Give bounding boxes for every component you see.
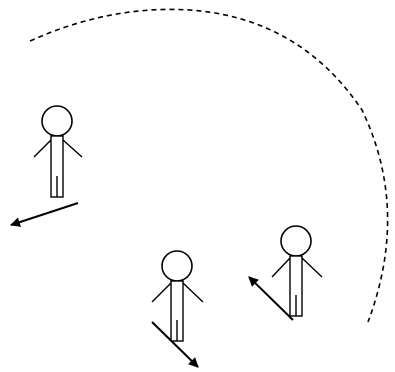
dashed-circular-path [29, 8, 389, 323]
figure-arm [33, 139, 52, 158]
figure-head [161, 250, 193, 282]
figure-arm [271, 257, 291, 278]
figure-arm [301, 257, 323, 278]
figure-arm [182, 282, 204, 303]
motion-arrow-left-up [248, 276, 294, 321]
stick-figure-middle [151, 250, 204, 342]
figure-arm [151, 282, 172, 303]
figure-head [280, 225, 312, 257]
stick-figure-right [271, 225, 323, 317]
stick-figure-left [33, 105, 83, 198]
motion-arrow-left-down [10, 202, 79, 227]
figure-head [41, 105, 73, 137]
figure-arm [62, 139, 83, 158]
motion-arrow-right-down [151, 321, 199, 368]
